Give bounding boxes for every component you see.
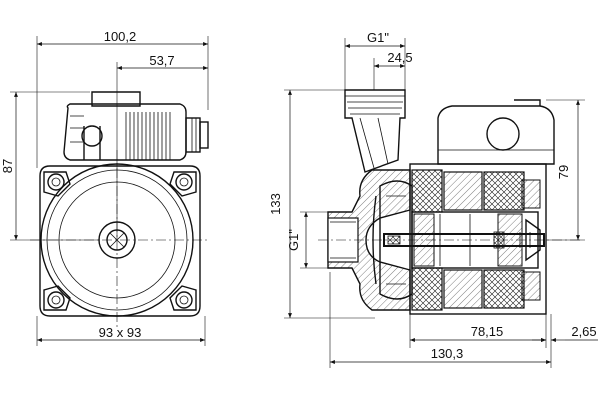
motor-section — [409, 163, 547, 315]
motor-length-label: 78,15 — [471, 324, 504, 339]
dimension-inlet: G1" — [286, 211, 330, 269]
bolt-top-left — [43, 171, 71, 197]
terminal-box — [63, 91, 209, 161]
height-label: 87 — [0, 159, 15, 173]
dimension-overall-height: 133 — [268, 89, 375, 319]
port-label: G1" — [367, 30, 389, 45]
bolt-top-right — [169, 171, 197, 197]
overall-height-label: 133 — [268, 193, 283, 215]
dimension-motor-height: 79 — [546, 99, 585, 241]
dimension-shaft: 2,65 — [532, 314, 598, 348]
offset-label: 53,7 — [149, 53, 174, 68]
bolt-bottom-left — [43, 285, 71, 311]
motor-height-label: 79 — [556, 165, 571, 179]
bolt-bottom-right — [169, 285, 197, 311]
dimension-overall-length: 130,3 — [329, 272, 552, 368]
base-label: 93 x 93 — [99, 325, 142, 340]
shaft-label: 2,65 — [571, 324, 596, 339]
width-label: 100,2 — [104, 29, 137, 44]
corner-bolts — [43, 171, 197, 311]
dimension-offset: 53,7 — [116, 53, 208, 240]
terminal-box-side — [437, 99, 555, 165]
offset-24-label: 24,5 — [387, 50, 412, 65]
overall-length-label: 130,3 — [431, 346, 464, 361]
dimension-port: G1" — [344, 30, 406, 90]
section-view: G1" 24,5 133 G1" — [268, 30, 598, 368]
dimension-offset-24: 24,5 — [373, 50, 413, 90]
dimension-base: 93 x 93 — [36, 316, 206, 346]
front-view: 100,2 53,7 87 — [0, 29, 210, 346]
inlet-label: G1" — [286, 229, 301, 251]
dimension-overall-width: 100,2 — [36, 29, 209, 168]
outlet-pipe — [344, 89, 406, 173]
dimension-motor-length: 78,15 — [409, 314, 547, 348]
